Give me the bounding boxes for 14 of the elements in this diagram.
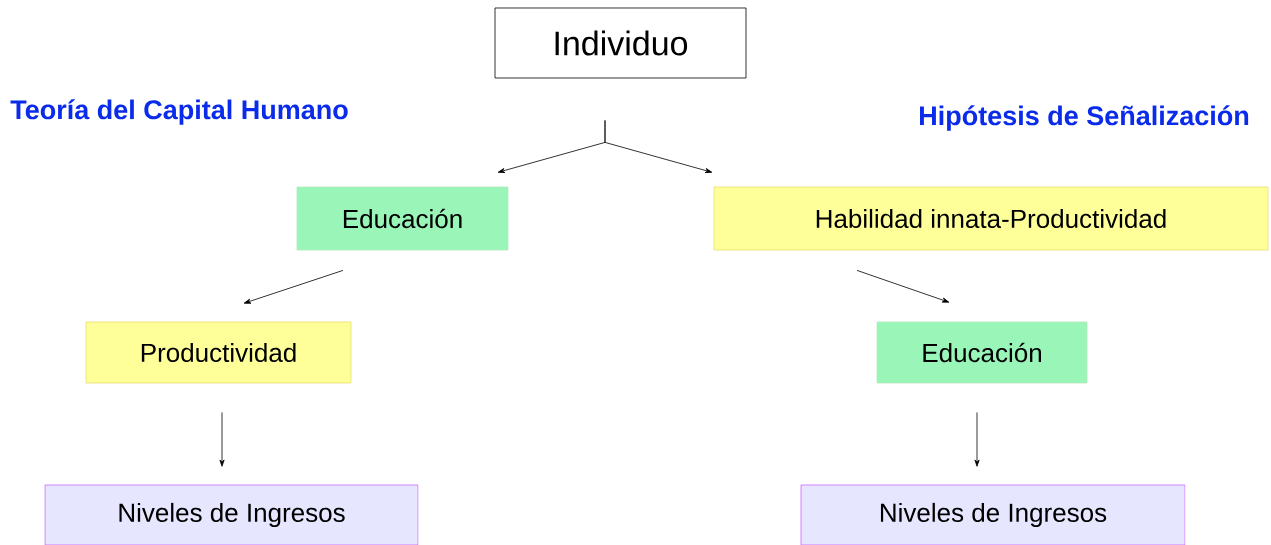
arrow: [974, 412, 980, 467]
text-box: Habilidad innata-Productividad: [713, 186, 1269, 251]
arrow: [243, 270, 344, 304]
heading: Hipótesis de Señalización: [920, 105, 1249, 131]
heading: Teoría del Capital Humano: [10, 99, 348, 125]
text-box: Productividad: [85, 321, 352, 384]
arrow: [219, 412, 225, 467]
text-box: Individuo: [494, 7, 747, 79]
text-box: Niveles de Ingresos: [44, 484, 419, 545]
text-box: Educación: [876, 321, 1088, 384]
arrow: [604, 120, 713, 173]
text-box: Niveles de Ingresos: [800, 484, 1186, 545]
arrow: [856, 270, 950, 303]
text-box: Educación: [296, 186, 509, 251]
